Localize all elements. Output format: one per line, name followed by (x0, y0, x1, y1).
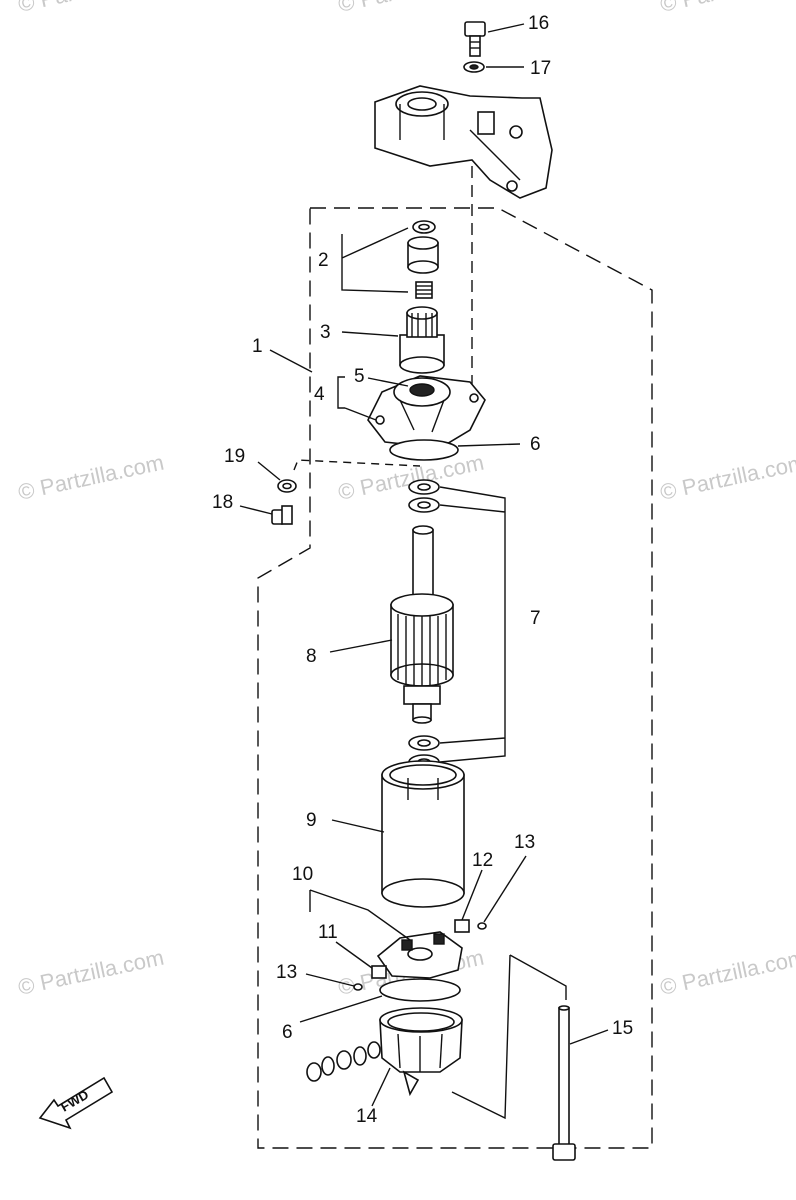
callout-numbers: 16 17 1 2 3 4 5 6 19 18 7 8 9 10 11 12 1… (212, 13, 633, 1127)
part-2-washer[interactable] (412, 220, 436, 234)
callout-17: 17 (530, 58, 551, 79)
brush-11[interactable] (371, 965, 387, 979)
callout-18: 18 (212, 492, 233, 513)
brush-holder-10[interactable] (376, 931, 463, 979)
watermark-text-6: © Partzilla.com (16, 945, 166, 1000)
callout-19: 19 (224, 446, 245, 467)
watermark-text-3: © Partzilla.com (16, 450, 166, 505)
callout-16: 16 (528, 13, 549, 34)
o-ring-6-upper[interactable] (389, 439, 459, 461)
spring-13-right[interactable] (477, 922, 487, 930)
brush-12[interactable] (454, 919, 470, 933)
callout-2: 2 (318, 250, 329, 271)
watermark-text-8: © Partzilla.com (658, 945, 796, 1000)
callout-13-right: 13 (514, 832, 535, 853)
callout-4: 4 (314, 384, 325, 405)
upper-bracket[interactable] (374, 85, 553, 199)
watermark-text-0: © Partzilla.com (16, 0, 166, 17)
nut-19[interactable] (277, 479, 297, 493)
callout-13-left: 13 (276, 962, 297, 983)
leader-lines (239, 23, 609, 1107)
bolt-18-guide (293, 459, 421, 471)
leader-7-bracket (439, 486, 506, 763)
callout-6-lower: 6 (282, 1022, 293, 1043)
callout-12: 12 (472, 850, 493, 871)
callout-7: 7 (530, 608, 541, 629)
watermark-text-5: © Partzilla.com (658, 450, 796, 505)
washer-17[interactable] (463, 61, 485, 73)
bolt-16[interactable] (464, 21, 486, 57)
terminal-hardware[interactable] (306, 1041, 381, 1082)
o-ring-6-lower[interactable] (379, 978, 461, 1002)
callout-9: 9 (306, 810, 317, 831)
part-2-spring[interactable] (415, 281, 433, 299)
fwd-arrow-icon: FWD (38, 1076, 114, 1130)
watermark-text-2: © Partzilla.com (658, 0, 796, 17)
callout-14: 14 (356, 1106, 378, 1127)
washer-7-upper-a[interactable] (408, 479, 440, 495)
rear-cover-14[interactable] (379, 1007, 463, 1097)
pinion-gear-3[interactable] (399, 306, 445, 374)
armature-8[interactable] (390, 525, 454, 724)
washer-7-lower-a[interactable] (408, 735, 440, 751)
yoke-9[interactable] (381, 760, 465, 908)
callout-3: 3 (320, 322, 331, 343)
callout-11: 11 (318, 922, 338, 943)
bolt-18[interactable] (271, 505, 293, 525)
through-bolt-guide (451, 954, 567, 1120)
part-2-collar[interactable] (407, 236, 439, 274)
callout-1: 1 (252, 336, 263, 357)
spring-13-left[interactable] (353, 983, 363, 991)
callout-8: 8 (306, 646, 317, 667)
washer-7-upper-b[interactable] (408, 497, 440, 513)
front-cover-4[interactable] (367, 375, 486, 449)
callout-6-upper: 6 (530, 434, 541, 455)
watermark-text-1: © Partzilla.com (336, 0, 486, 17)
callout-5: 5 (354, 366, 365, 387)
callout-15: 15 (612, 1018, 633, 1039)
callout-10: 10 (292, 864, 313, 885)
through-bolt-15[interactable] (552, 1005, 576, 1161)
assembly-boundary (257, 207, 653, 1149)
